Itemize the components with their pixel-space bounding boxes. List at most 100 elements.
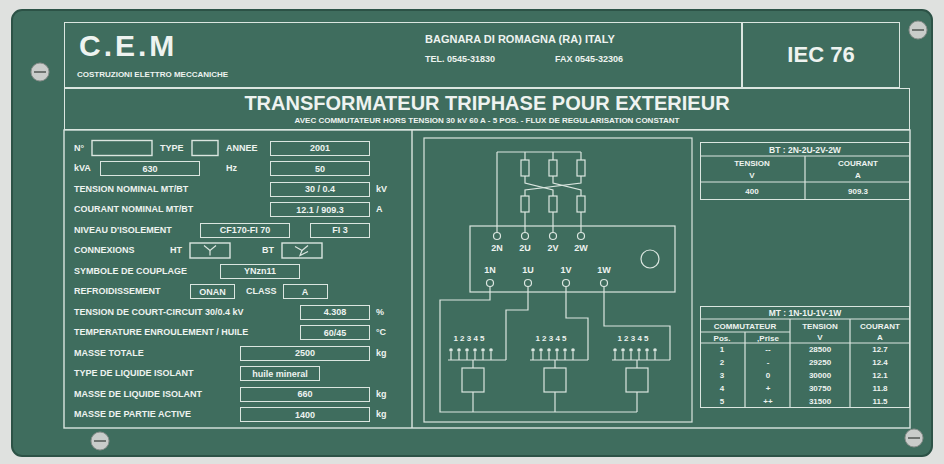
earth-terminal [641,250,659,268]
field-label: CLASS [246,286,277,297]
table-cell: 11.8 [872,383,887,394]
star-symbol [204,246,216,251]
table-cell: 12.4 [872,357,888,368]
field-label: Hz [226,163,237,174]
value-box: A [283,284,328,299]
terminal-label: 2U [519,243,531,254]
tap-lead [564,352,565,360]
wire [530,359,588,360]
field-label: kV [376,184,387,195]
screw [91,432,109,450]
field-label: TYPE DE LIQUIDE ISOLANT [74,368,194,379]
value-box [92,141,152,156]
table-grid [700,156,910,408]
wire [524,152,525,160]
plate-subtitle: AVEC COMMUTATEUR HORS TENSION 30 kV 60 A… [295,115,680,126]
tap-point [481,348,485,352]
wire [554,360,555,368]
tap-point [637,348,641,352]
tap-point [473,348,477,352]
value-box: huile mineral [240,366,320,381]
winding-symbol [577,196,585,212]
tap-lead [466,352,467,360]
field-value: huile mineral [252,368,308,380]
table-rule [700,318,910,319]
field-label: CONNEXIONS [74,245,135,256]
field-label: A [376,204,383,215]
field-value: YNzn11 [244,265,276,277]
tap-lead [482,352,483,360]
field-label: °C [376,327,386,338]
terminal [525,280,532,287]
standard-box: IEC 76 [742,22,900,88]
field-value: 2500 [295,347,315,359]
value-box [192,141,218,156]
field-value: 2001 [310,142,330,154]
schematic-frame [424,138,692,422]
winding-symbol [521,196,529,212]
tap-point [621,348,625,352]
tap-point [457,348,461,352]
tap-lead [572,352,573,360]
value-box: 630 [100,161,200,176]
company-logo: C.E.M [79,29,177,62]
field-label: COURANT NOMINAL MT/BT [74,204,193,215]
value-box: 50 [270,161,370,176]
table-cell: ++ [763,396,772,407]
value-box: YNzn11 [220,264,300,279]
field-label: HT [170,245,182,256]
table-cell: 12.1 [872,370,888,381]
field-value: 4.308 [324,306,347,318]
wire [604,287,670,361]
tap-label: 1 2 3 4 5 [453,333,484,344]
terminal [563,280,570,287]
tap-point [613,348,617,352]
field-value: 12.1 / 909.3 [296,204,344,216]
wire [525,176,553,196]
table-rule [849,319,850,408]
table-rule [700,342,910,343]
field-label: MASSE DE PARTIE ACTIVE [74,409,191,420]
wire [636,360,637,368]
field-label: ANNEE [226,143,258,154]
tap-lead [622,352,623,360]
field-label: kVA [74,163,91,174]
table-rule [744,332,745,408]
table-cell: 30000 [809,370,831,381]
wire [524,212,525,233]
table-cell: 5 [720,396,724,407]
table-cell: 1 [720,344,724,355]
column-header: V [817,332,822,343]
tap-lead [532,352,533,360]
column-header: 400 [745,186,758,197]
column-header: COURANT [860,321,900,332]
winding-symbol [549,160,557,176]
field-label: % [376,307,384,318]
field-value: ONAN [199,286,226,298]
screw [905,429,923,447]
field-boxes [92,141,322,259]
tap-lead [614,352,615,360]
terminal-label: 2V [547,243,558,254]
terminal [494,233,501,240]
screw-slot [912,29,924,31]
neutral-wire [497,151,581,152]
standard-code: IEC 76 [787,42,854,68]
winding-symbol [626,368,648,392]
tap-point [539,348,543,352]
tap-point [531,348,535,352]
column-header: Pos. [714,333,731,344]
wire [448,359,506,360]
value-box: 2500 [240,346,370,361]
column-header: COURANT [838,158,878,169]
tap-point [645,348,649,352]
tap-point [449,348,453,352]
tap-point [629,348,633,352]
table-cell: 31500 [809,396,831,407]
value-box: ONAN [190,284,235,299]
terminal-label: 2W [574,243,588,254]
field-label: kg [376,409,387,420]
column-header: TENSION [802,321,838,332]
column-header: V [749,170,754,181]
field-label: N° [74,143,84,154]
